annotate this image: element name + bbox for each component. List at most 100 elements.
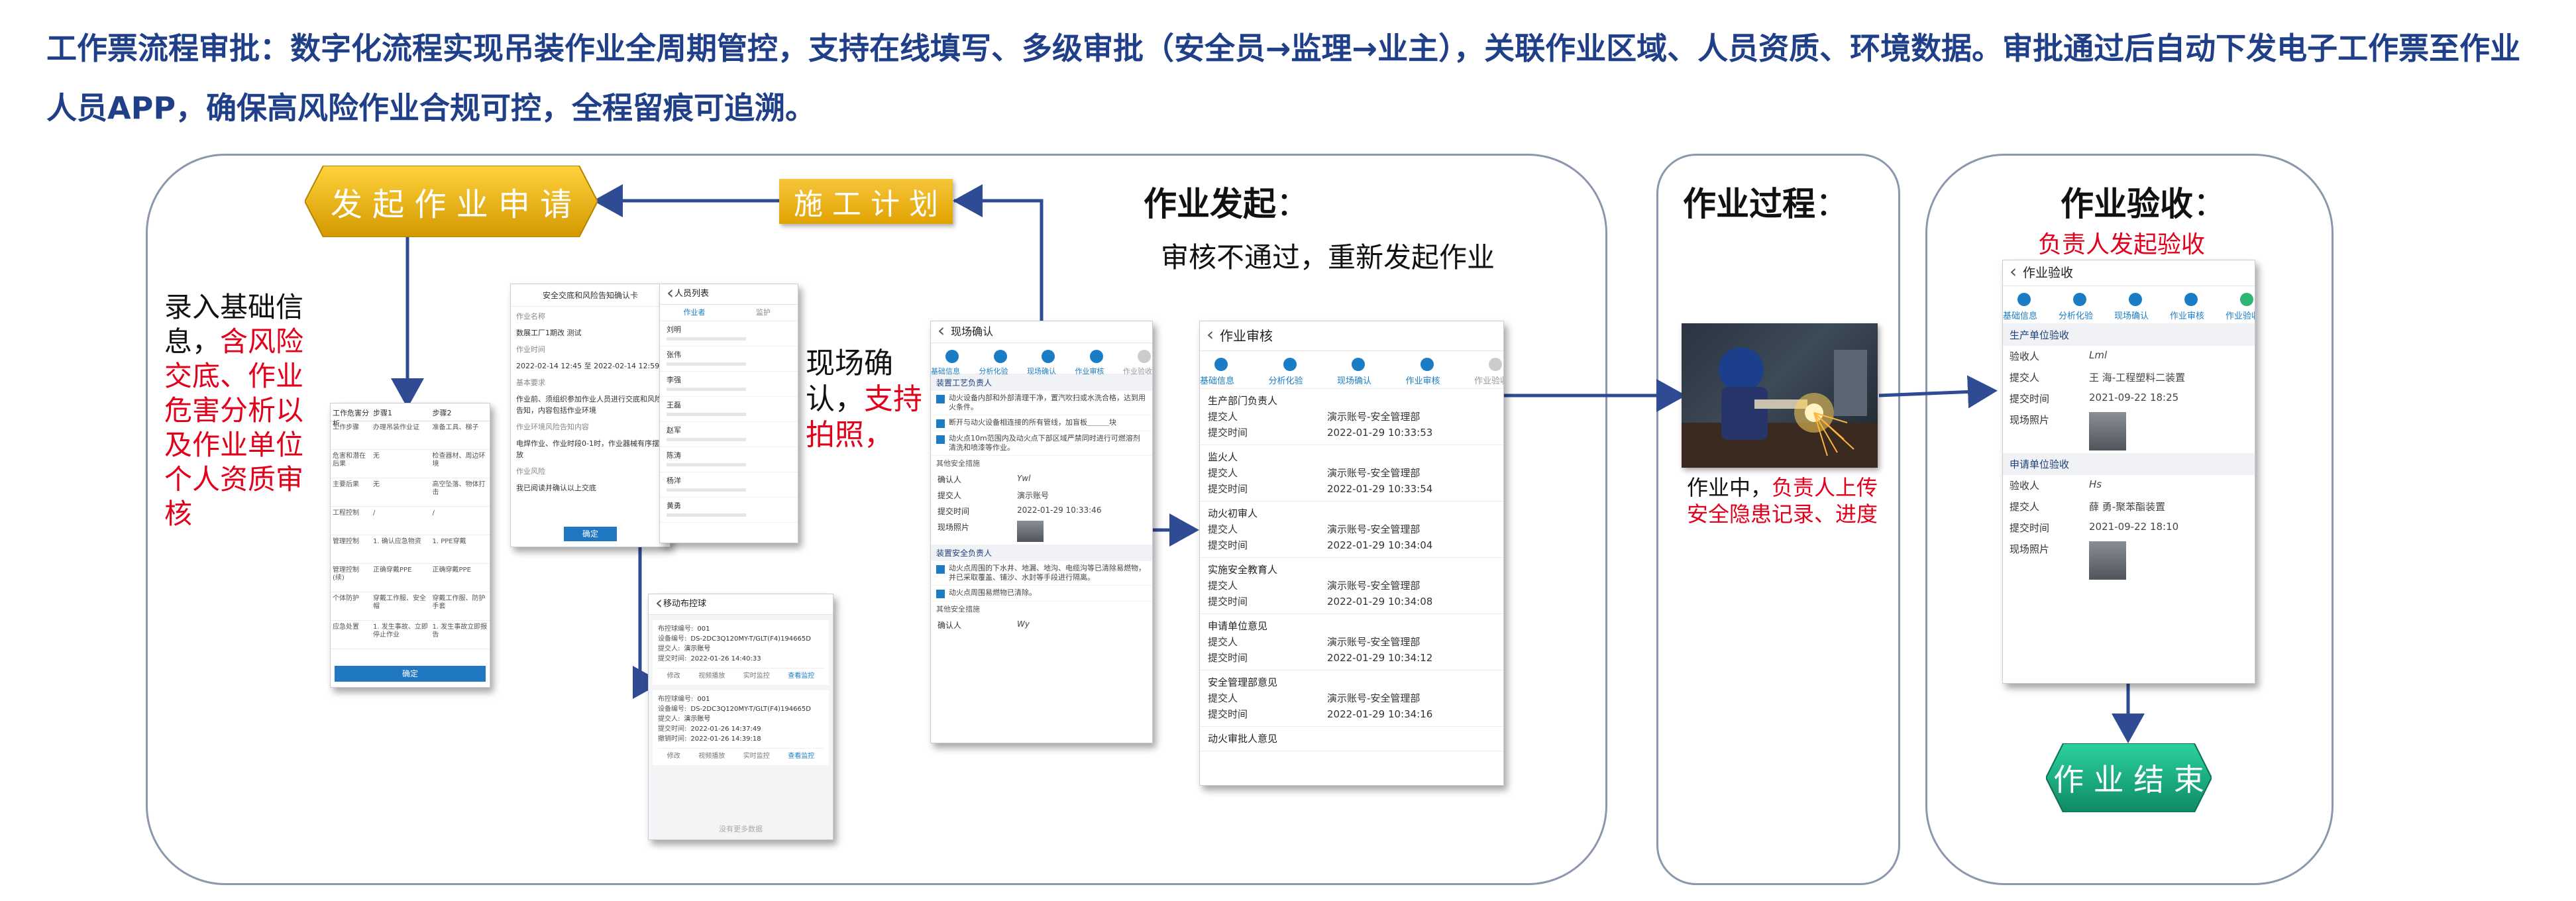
approval-group-name: 动火初审人 <box>1208 507 1258 519</box>
photo-thumb[interactable] <box>1017 521 1044 542</box>
check-item[interactable]: 动火点10m范围内及动火点下部区域严禁同时进行可燃溶剂清洗和喷漆等作业。 <box>931 431 1152 456</box>
field-value: 演示账号 <box>1017 491 1049 500</box>
personnel-name: 赵军 <box>667 426 681 435</box>
personnel-item[interactable]: 张伟 <box>660 346 798 372</box>
step-dot <box>1089 350 1103 363</box>
personnel-item[interactable]: 李强 <box>660 372 798 397</box>
approval-user-row: 提交人演示账号-安全管理部 <box>1208 578 1495 594</box>
site-group-1: 装置工艺负责人 <box>931 374 1152 391</box>
checkbox-icon <box>936 590 945 598</box>
hazard-cell: 应急处置 <box>333 623 359 631</box>
check-item[interactable]: 动火点周围易燃物已清除。 <box>931 586 1152 602</box>
hazard-confirm-button[interactable]: 确定 <box>335 666 486 682</box>
step-dot <box>2129 293 2142 306</box>
field-value: 王 海-工程塑料二装置 <box>2089 372 2186 384</box>
approval-group-head: 监火人 <box>1208 449 1495 465</box>
step-dot <box>1214 358 1228 371</box>
inspect-action[interactable]: 查看监控 <box>788 672 815 680</box>
end-label: 作 业 结 束 <box>2053 762 2204 798</box>
inspect-value: 001 <box>697 696 710 703</box>
initiate-title-colon: ： <box>1276 185 1309 223</box>
inspect-row: 撤销时间:2022-01-26 14:39:18 <box>658 734 824 744</box>
check-item[interactable]: 断开与动火设备相连接的所有管线，加盲板＿＿＿块 <box>931 415 1152 431</box>
hazard-cell: 正确穿戴PPE <box>432 566 471 574</box>
process-title-colon: ： <box>1815 185 1849 223</box>
disclosure-line: 我已阅读并确认以上交底 <box>516 484 596 492</box>
hazard-col-1: 步骤1 <box>373 409 393 417</box>
personnel-item[interactable]: 刘明 <box>660 321 798 346</box>
approval-group-name: 实施安全教育人 <box>1208 564 1278 576</box>
field-row: 确认人 Wy <box>931 616 1152 632</box>
personnel-bar <box>667 362 746 366</box>
inspect-action[interactable]: 视频播放 <box>698 672 725 680</box>
hazard-row: 危害和潜在后果无检查器材、周边环境 <box>331 450 490 478</box>
start-request-hexagon: 发 起 作 业 申 请 <box>305 166 598 237</box>
step-label: 现场确认 <box>2114 311 2149 321</box>
inspect-action[interactable]: 修改 <box>667 672 680 680</box>
inspect-action[interactable]: 修改 <box>667 753 680 760</box>
field-value: Wy <box>1017 619 1030 629</box>
inspect-action[interactable]: 实时监控 <box>743 672 770 680</box>
inspect-value: 2022-01-26 14:40:33 <box>690 655 761 662</box>
check-item[interactable]: 动火点周围的下水井、地漏、地沟、电缆沟等已清除易燃物，并已采取覆盖、铺沙、水封等… <box>931 561 1152 586</box>
step-label: 现场确认 <box>1027 367 1056 376</box>
disclosure-confirm-button[interactable]: 确定 <box>564 527 617 541</box>
check-item[interactable]: 动火设备内部和外部清理干净，置汽吹扫或水洗合格，达到用火条件。 <box>931 391 1152 415</box>
step-label: 作业验收 <box>2226 311 2255 321</box>
approval-user-row: 提交人 演示账号-安全管理部 <box>1208 409 1495 425</box>
end-hexagon: 作 业 结 束 <box>2046 743 2212 812</box>
hazard-row: 工程控制// <box>331 507 490 535</box>
step-label: 作业审核 <box>1075 367 1104 376</box>
personnel-item[interactable]: 杨洋 <box>660 472 798 498</box>
personnel-item[interactable]: 黄勇 <box>660 498 798 523</box>
inspect-action[interactable]: 视频播放 <box>698 753 725 760</box>
personnel-tab-0[interactable]: 作业者 <box>683 308 706 317</box>
initiate-title: 作业发起： <box>1144 178 1309 225</box>
field-row: 现场照片 <box>2003 409 2255 453</box>
personnel-tab-1[interactable]: 监护 <box>756 308 771 317</box>
photo-thumb[interactable] <box>2089 412 2126 450</box>
field-key: 确认人 <box>938 621 962 630</box>
site-confirm-steps: 基础信息分析化验现场确认作业审核作业验收 <box>931 343 1152 376</box>
step-label: 作业审核 <box>2170 311 2205 321</box>
hazard-cell: 个体防护 <box>333 595 359 602</box>
inspect-row: 布控球编号:001 <box>658 624 824 634</box>
initiate-title-text: 作业发起 <box>1144 185 1276 223</box>
approval-group-head: 生产部门负责人 <box>1208 393 1495 409</box>
hazard-cell: 工程控制 <box>333 509 359 517</box>
inspect-action[interactable]: 查看监控 <box>788 753 815 760</box>
panel-process <box>1656 154 1900 885</box>
hazard-cell: 穿戴工作服、防护手套 <box>432 595 486 610</box>
inspect-actions: 修改 视频播放 实时监控 查看监控 <box>658 668 824 681</box>
inspect-action[interactable]: 实时监控 <box>743 753 770 760</box>
site-group-2: 装置安全负责人 <box>931 545 1152 561</box>
headline: 工作票流程审批：数字化流程实现吊装作业全周期管控，支持在线填写、多级审批（安全员… <box>46 30 2521 126</box>
inspect-key: 提交人: <box>658 645 680 653</box>
field-value: Ywl <box>1017 474 1031 483</box>
approval-user: 演示账号-安全管理部 <box>1327 411 1421 423</box>
personnel-item[interactable]: 王磊 <box>660 397 798 422</box>
inspect-value: 001 <box>697 625 710 633</box>
personnel-item[interactable]: 赵军 <box>660 422 798 447</box>
approval-user-key: 提交人 <box>1208 411 1238 423</box>
disclosure-line: 作业风险 <box>516 467 545 476</box>
site-confirm-title: 现场确认 <box>931 321 1152 343</box>
construction-plan-box: 施 工 计 划 <box>779 179 953 224</box>
hazard-cell: / <box>432 509 435 517</box>
personnel-item[interactable]: 陈涛 <box>660 447 798 472</box>
approval-user-key: 提交人 <box>1208 636 1238 648</box>
photo-thumb[interactable] <box>2089 541 2126 580</box>
